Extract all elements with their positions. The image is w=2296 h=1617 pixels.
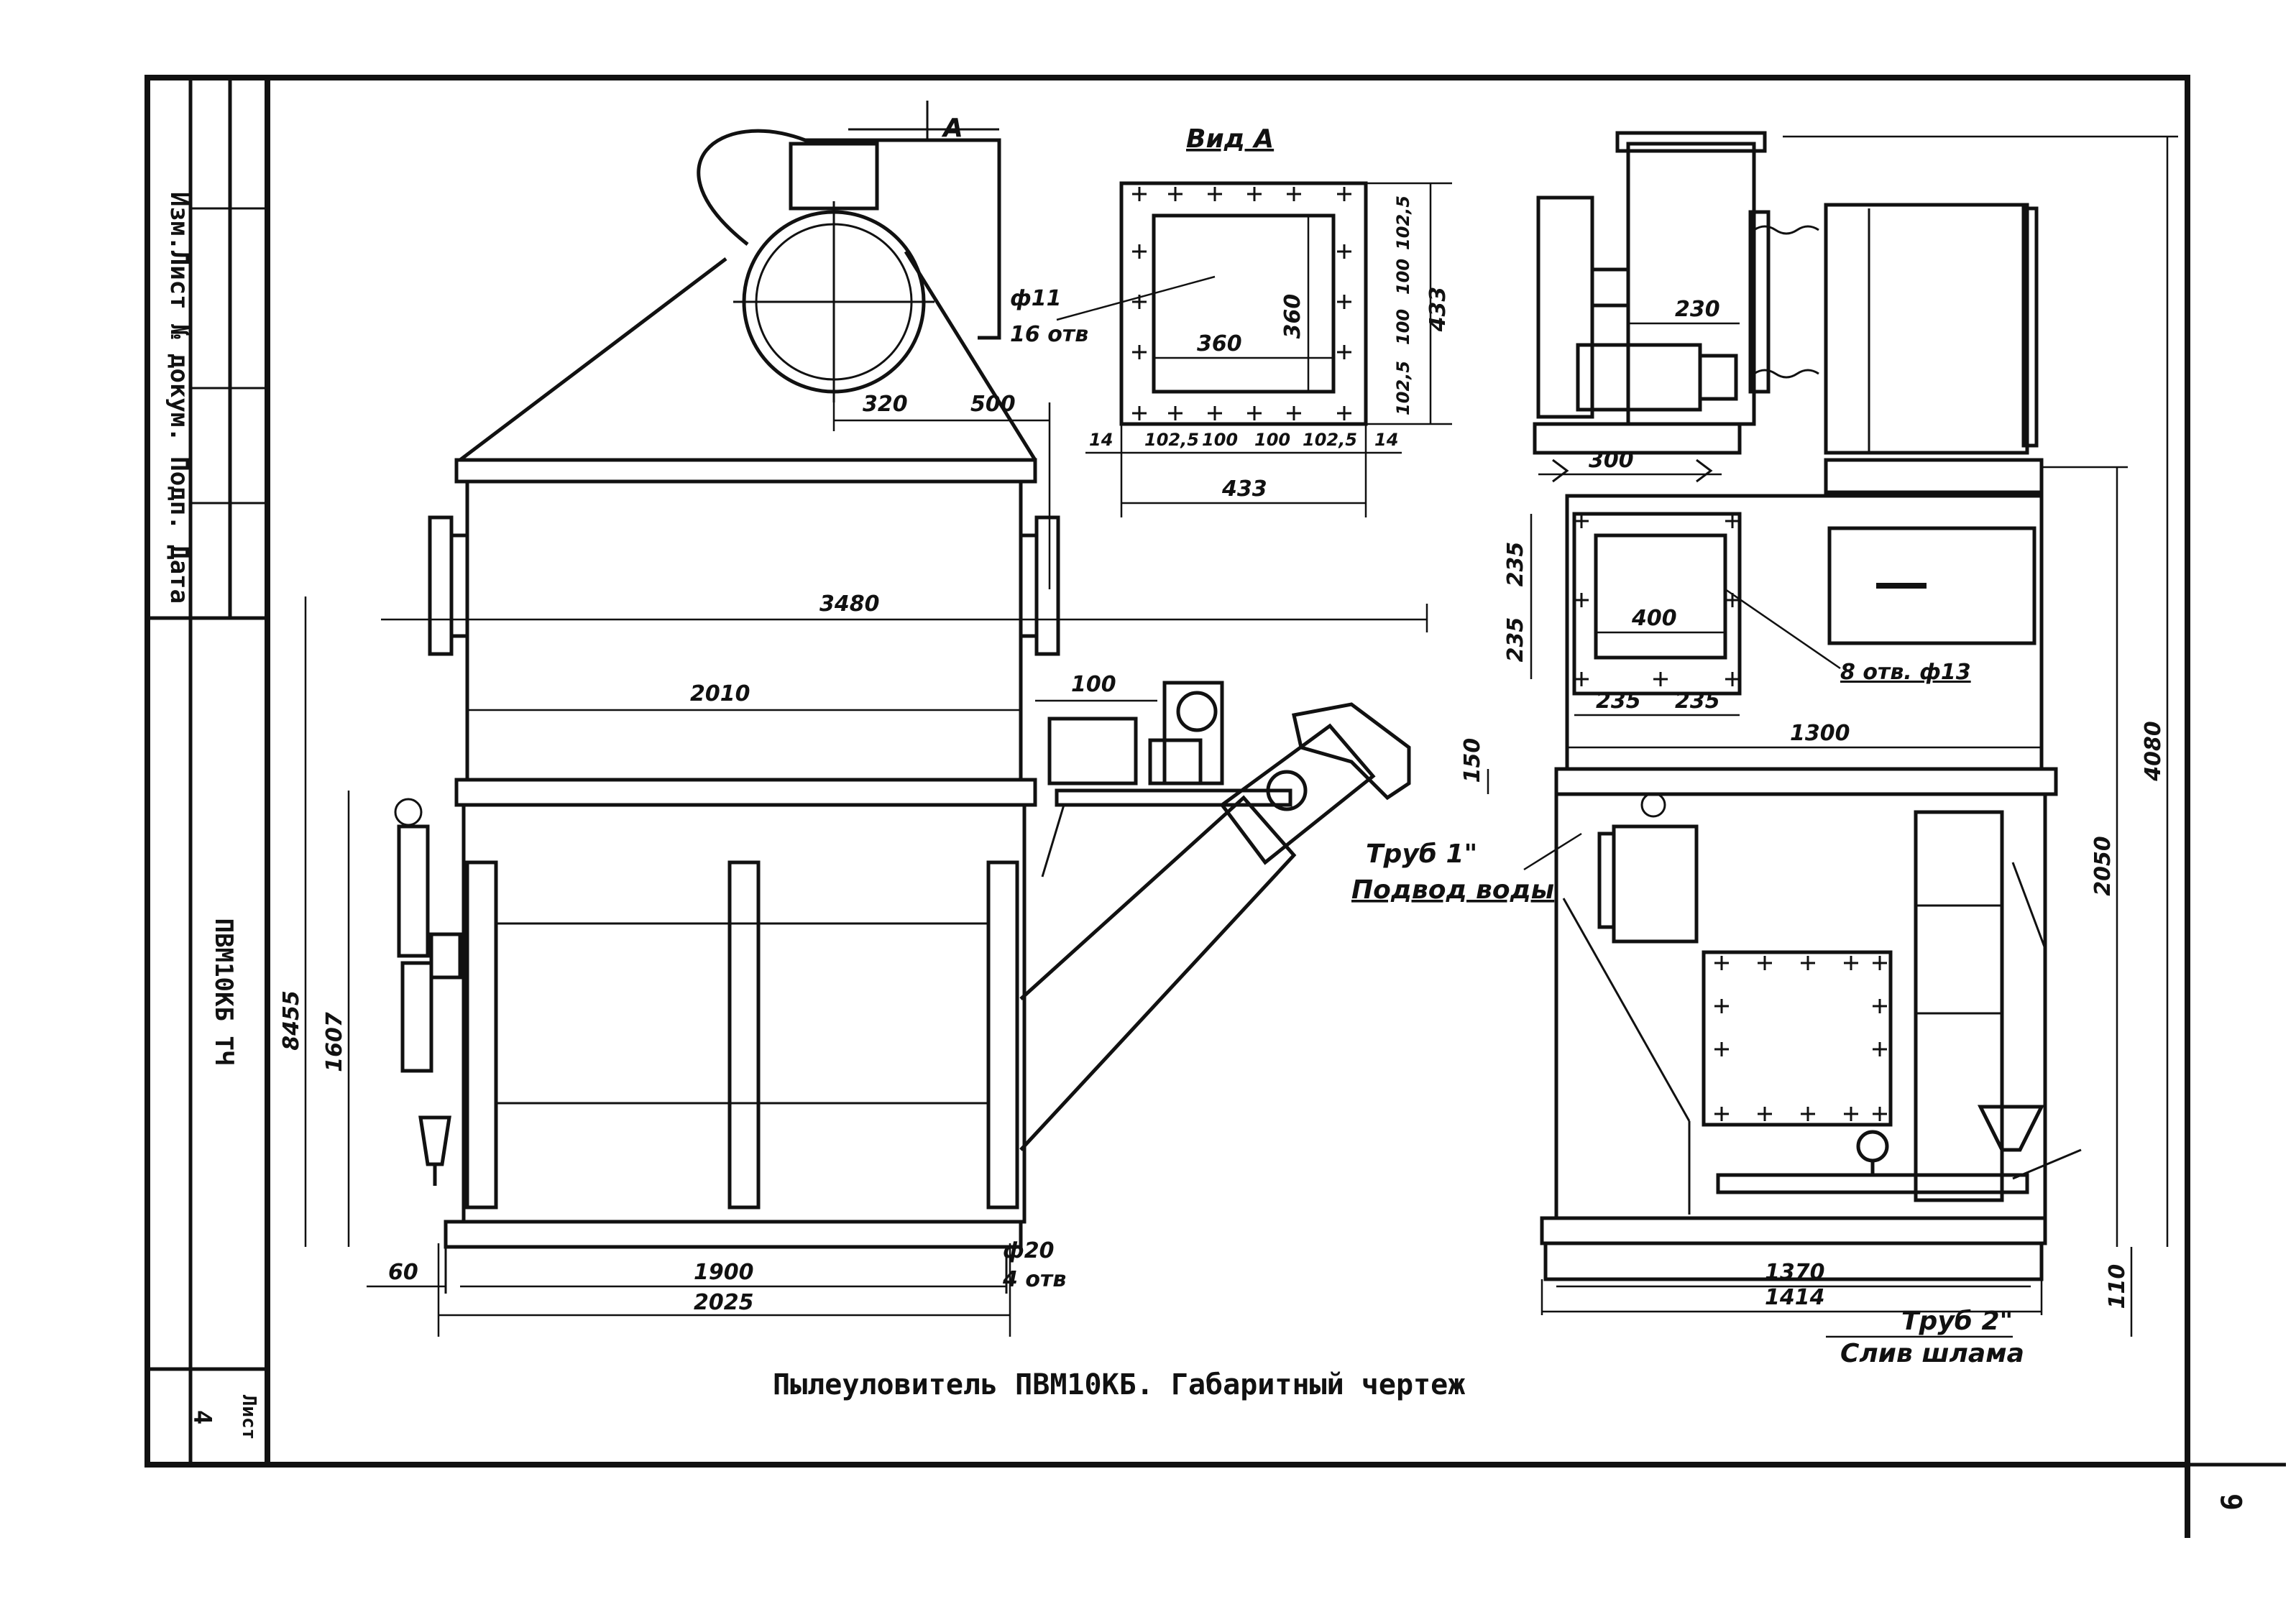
dim-8455: 8455 <box>279 990 304 1051</box>
dim-100: 100 <box>1071 672 1116 697</box>
front-view-dimensions: 3480 2010 100 320 500 8455 1607 60 1900 … <box>279 388 1428 1337</box>
stamp-revision-header: Изм.Лист № докум. Подп. Дата <box>165 192 193 604</box>
stamp-designation: ПВМ10КБ ТЧ <box>209 918 238 1066</box>
dim-3480: 3480 <box>819 591 880 617</box>
dim-1370: 1370 <box>1765 1260 1825 1285</box>
dim-320: 320 <box>863 392 908 417</box>
stamp-sheet-number: 4 <box>188 1410 216 1424</box>
side-view <box>1533 131 2082 1281</box>
sheet-frame <box>144 75 2286 1538</box>
dim-500: 500 <box>970 392 1016 417</box>
view-a-bottom-dim-6: 14 <box>1374 430 1398 450</box>
dim-1300: 1300 <box>1790 721 1850 746</box>
view-a-right-dim-2: 100 <box>1393 259 1413 295</box>
pipe-sludge-size: Труб 2" <box>1901 1307 2013 1336</box>
dim-1414: 1414 <box>1765 1285 1825 1310</box>
stamp-sheet-label: Лист <box>238 1395 260 1440</box>
view-a-dim-433-h: 433 <box>1221 476 1267 502</box>
dim-230: 230 <box>1675 297 1720 322</box>
dim-235-d: 235 <box>1675 688 1720 714</box>
dim-235-c: 235 <box>1596 688 1641 714</box>
drawing-title: Пылеуловитель ПВМ10КБ. Габаритный чертеж <box>773 1368 1465 1401</box>
dim-235-b: 235 <box>1503 617 1528 663</box>
page-number: 9 <box>2214 1493 2247 1511</box>
stamp-strip: Изм.Лист № докум. Подп. Дата ПВМ10КБ ТЧ … <box>147 78 267 1465</box>
front-view: А <box>394 101 1411 1294</box>
dim-2010: 2010 <box>690 681 750 706</box>
view-a-right-dim-3: 100 <box>1393 309 1413 345</box>
view-a-bottom-dim-4: 100 <box>1254 430 1290 450</box>
anchor-hole-count: 4 отв <box>1002 1267 1066 1292</box>
dim-235-a: 235 <box>1503 542 1528 587</box>
pipe-water-label: Подвод воды <box>1351 875 1554 905</box>
view-a-bolt-holes <box>1132 187 1351 420</box>
holes-label: 8 отв. ф13 <box>1840 660 1971 685</box>
view-a-dim-433-v: 433 <box>1425 287 1451 333</box>
anchor-hole-label: ф20 <box>1003 1238 1055 1263</box>
view-a-right-dim-1: 102,5 <box>1393 195 1413 250</box>
view-a-dim-360-h: 360 <box>1280 294 1305 339</box>
view-a-dim-360-w: 360 <box>1197 331 1242 356</box>
view-a-hole-diameter: ф11 <box>1010 286 1062 311</box>
view-a-bottom-dim-1: 14 <box>1089 430 1113 450</box>
dim-60: 60 <box>388 1260 418 1285</box>
pipe-water-size: Труб 1" <box>1366 839 1477 869</box>
dim-2050: 2050 <box>2090 836 2116 896</box>
dim-1900: 1900 <box>694 1260 754 1285</box>
dim-400: 400 <box>1631 606 1677 631</box>
dim-2025: 2025 <box>694 1290 754 1315</box>
pipe-sludge-label: Слив шлама <box>1840 1339 2024 1368</box>
view-a-bottom-dim-5: 102,5 <box>1303 430 1357 450</box>
view-a-bottom-dim-2: 102,5 <box>1144 430 1199 450</box>
section-marker-a: А <box>941 114 963 143</box>
view-a-label: Вид А <box>1186 124 1274 154</box>
dim-150: 150 <box>1460 738 1485 783</box>
view-a: Вид А ф11 16 отв 360 360 433 102,5 100 1… <box>1010 124 1452 517</box>
dim-110: 110 <box>2105 1264 2130 1309</box>
view-a-hole-count: 16 отв <box>1010 322 1088 347</box>
dim-300: 300 <box>1589 448 1634 473</box>
dim-4080: 4080 <box>2141 721 2166 782</box>
view-a-right-dim-4: 102,5 <box>1393 361 1413 415</box>
view-a-bottom-dim-3: 100 <box>1202 430 1238 450</box>
side-view-dimensions: 230 300 235 235 400 235 235 1300 8 отв. … <box>1351 135 2178 1368</box>
dim-1607: 1607 <box>322 1012 347 1072</box>
